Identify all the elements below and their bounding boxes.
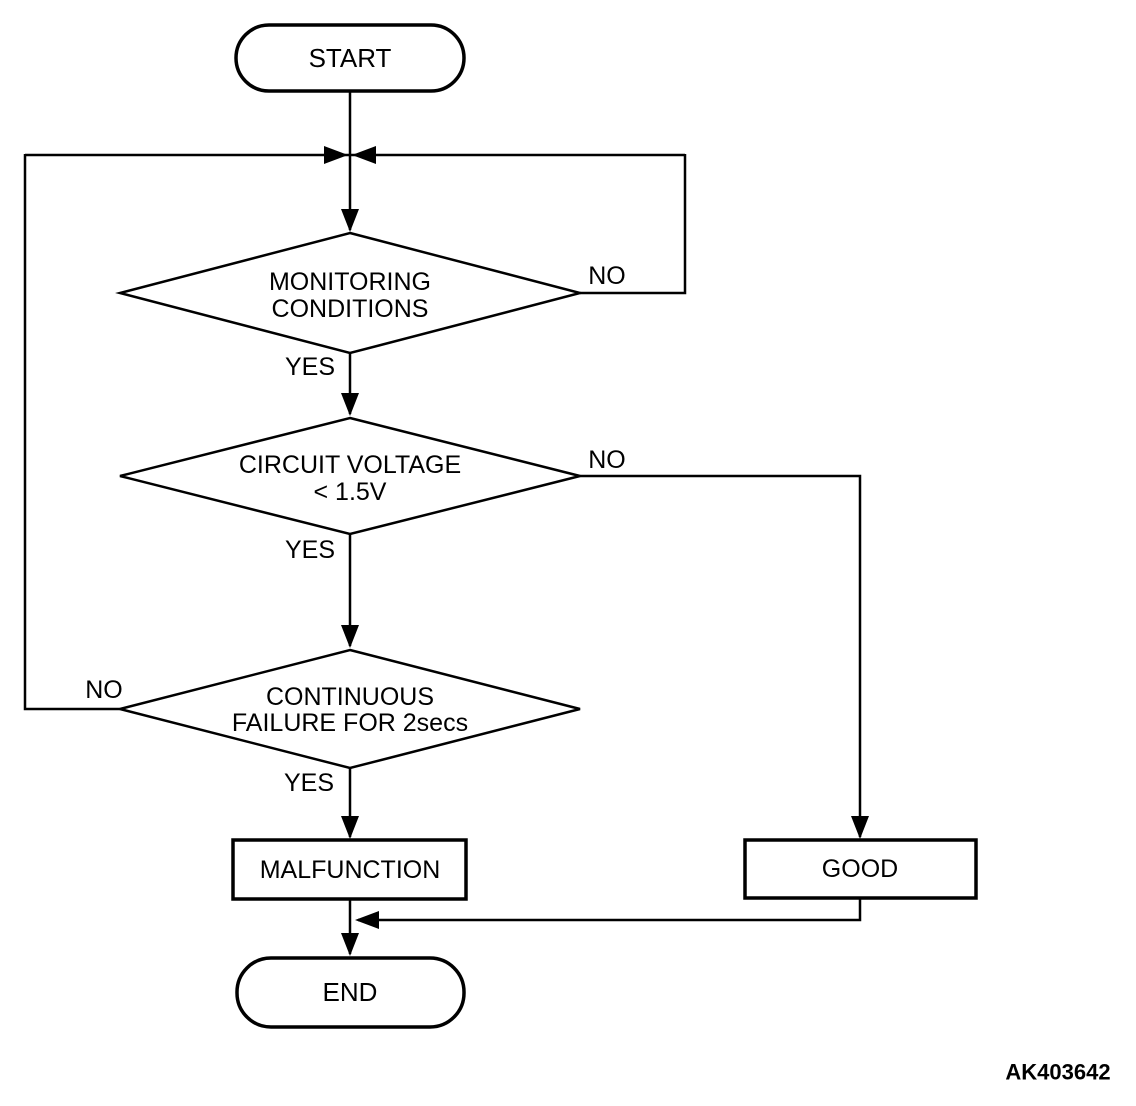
good-node: GOOD bbox=[743, 838, 978, 900]
arrow-merge-right-icon bbox=[324, 146, 348, 164]
failure-diamond-shape bbox=[119, 648, 581, 770]
good-box-shape bbox=[743, 838, 978, 900]
edge-good-join bbox=[358, 898, 862, 922]
decision-continuous-failure: CONTINUOUS FAILURE FOR 2secs bbox=[119, 648, 581, 770]
start-label: START bbox=[309, 43, 392, 73]
end-terminator-shape bbox=[235, 956, 466, 1029]
failure-label-line1: CONTINUOUS bbox=[266, 683, 434, 711]
arrow-into-voltage-icon bbox=[341, 393, 359, 416]
failure-yes-label: YES bbox=[284, 769, 334, 797]
arrow-into-end-icon bbox=[341, 933, 359, 956]
arrow-into-monitoring-icon bbox=[341, 209, 359, 232]
arrow-merge-left-icon bbox=[352, 146, 376, 164]
voltage-no-label: NO bbox=[588, 446, 626, 474]
malfunction-label: MALFUNCTION bbox=[260, 856, 441, 884]
edge-voltage-no bbox=[580, 474, 862, 837]
decision-circuit-voltage: CIRCUIT VOLTAGE < 1.5V bbox=[119, 416, 581, 536]
voltage-label-line2: < 1.5V bbox=[314, 478, 387, 506]
voltage-label-line1: CIRCUIT VOLTAGE bbox=[239, 451, 461, 479]
start-terminator-shape bbox=[234, 23, 466, 93]
malfunction-box-shape bbox=[231, 838, 468, 901]
malfunction-node: MALFUNCTION bbox=[231, 838, 468, 901]
good-label: GOOD bbox=[822, 855, 898, 883]
monitoring-no-label: NO bbox=[588, 262, 626, 290]
arrow-into-good-icon bbox=[851, 816, 869, 839]
end-label: END bbox=[323, 977, 378, 1007]
arrow-good-join-icon bbox=[355, 911, 379, 929]
arrowheads bbox=[324, 146, 869, 956]
branch-labels: NO YES NO YES NO YES bbox=[85, 262, 626, 797]
decision-monitoring-conditions: MONITORING CONDITIONS bbox=[115, 231, 585, 355]
failure-no-label: NO bbox=[85, 676, 123, 704]
end-node: END bbox=[235, 956, 466, 1029]
edge-failure-no-loop bbox=[23, 154, 120, 711]
connectors bbox=[23, 91, 862, 954]
monitoring-diamond-shape bbox=[115, 231, 585, 355]
monitoring-label-line2: CONDITIONS bbox=[272, 295, 429, 323]
edge-monitoring-no-loop bbox=[580, 154, 687, 295]
arrow-into-malfunction-icon bbox=[341, 816, 359, 839]
figure-code: AK403642 bbox=[1005, 1060, 1110, 1085]
failure-label-line2: FAILURE FOR 2secs bbox=[232, 709, 468, 737]
monitoring-yes-label: YES bbox=[285, 353, 335, 381]
start-node: START bbox=[234, 23, 466, 93]
voltage-diamond-shape bbox=[119, 416, 581, 536]
monitoring-label-line1: MONITORING bbox=[269, 268, 431, 296]
voltage-yes-label: YES bbox=[285, 536, 335, 564]
arrow-into-failure-icon bbox=[341, 625, 359, 648]
